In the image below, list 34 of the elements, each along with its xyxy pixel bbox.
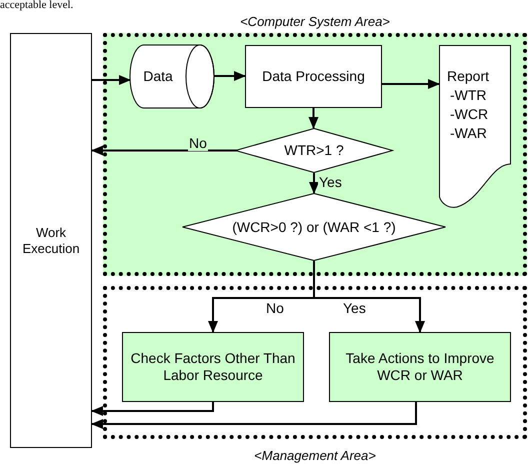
process-box — [122, 332, 304, 402]
area-title: <Computer System Area> — [239, 14, 391, 30]
process-label: Check Factors Other Than Labor Resource — [130, 350, 296, 384]
process-label: Take Actions to Improve WCR or WAR — [344, 350, 496, 384]
arrow — [382, 79, 440, 89]
process-box — [329, 332, 511, 402]
arrow — [92, 75, 131, 85]
arrow — [309, 173, 319, 194]
data-label: Data — [143, 68, 173, 85]
decision-question: (WCR>0 ?) or (WAR <1 ?) — [232, 218, 396, 236]
arrow — [214, 71, 246, 81]
decision-diamond — [235, 128, 393, 173]
process-label: Work Execution — [21, 224, 81, 256]
arrow — [91, 402, 214, 416]
data-cylinder — [130, 45, 214, 108]
decision-diamond — [182, 193, 446, 261]
area-title: <Management Area> — [253, 448, 377, 464]
edge-label: No — [188, 135, 208, 151]
report-item: -WAR — [449, 124, 487, 143]
edge-label: Yes — [318, 174, 343, 190]
report-document — [439, 45, 511, 208]
arrow — [91, 146, 239, 156]
report-item: -WCR — [449, 105, 488, 124]
report-item: -WTR — [449, 86, 487, 105]
process-box — [10, 33, 92, 448]
process-label: Data Processing — [262, 68, 365, 85]
arrow — [91, 402, 417, 429]
edge-label: No — [265, 300, 285, 316]
edge-label: Yes — [342, 300, 367, 316]
process-box — [245, 45, 382, 108]
text-fragment: acceptable level. — [0, 0, 74, 11]
decision-question: WTR>1 ? — [284, 142, 344, 159]
arrow — [308, 108, 318, 129]
report-title: Report — [447, 67, 490, 86]
